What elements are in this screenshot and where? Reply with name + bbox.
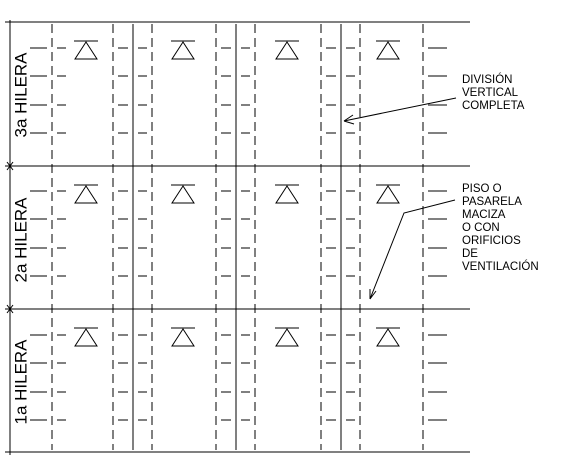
row-label-3: 3a HILERA xyxy=(11,52,30,138)
sprinkler-icon xyxy=(275,184,299,204)
sprinkler-icon xyxy=(376,327,400,347)
axis-separator xyxy=(6,304,14,314)
annotation-2-line-2: PASARELA xyxy=(462,196,522,208)
row-label-1: 1a HILERA xyxy=(11,339,30,425)
rack-structure xyxy=(5,20,470,455)
leader-arrow-floor-head xyxy=(369,289,377,300)
sprinkler-icon xyxy=(376,184,400,204)
annotation-2-line-4: O CON xyxy=(462,222,500,234)
axis-separator xyxy=(6,161,14,171)
annotation-2-line-3: MACIZA xyxy=(462,209,506,221)
annotation-1-line-1: DIVISIÓN xyxy=(462,73,512,86)
row-label-1-text: 1a HILERA xyxy=(11,339,30,425)
leader-arrow-division-head xyxy=(343,114,355,125)
annotation-2-line-5: ORIFICIOS xyxy=(462,235,521,247)
sprinkler-icon xyxy=(74,327,98,347)
leader-arrow-floor xyxy=(369,199,456,300)
sprinkler-icon xyxy=(275,40,299,60)
row-label-2: 2a HILERA xyxy=(11,197,30,283)
sprinkler-icon xyxy=(171,40,195,60)
annotation-2-line-1: PISO O xyxy=(462,183,502,195)
annotation-vertical-division: DIVISIÓN VERTICAL COMPLETA xyxy=(462,73,525,112)
annotation-1-line-3: COMPLETA xyxy=(462,100,525,112)
annotation-1-line-2: VERTICAL xyxy=(462,87,519,99)
annotation-2-line-6: DE xyxy=(462,248,478,260)
annotation-2-line-7: VENTILACIÓN xyxy=(462,260,539,273)
sprinkler-icon xyxy=(171,327,195,347)
sprinkler-icon xyxy=(74,40,98,60)
sprinkler-symbols xyxy=(74,40,400,347)
sprinkler-icon xyxy=(74,184,98,204)
sprinkler-icon xyxy=(376,40,400,60)
leader-arrow-division xyxy=(343,97,457,122)
leader-arrows xyxy=(343,97,457,300)
sprinkler-icon xyxy=(171,184,195,204)
annotation-floor: PISO O PASARELA MACIZA O CON ORIFICIOS D… xyxy=(462,183,539,273)
row-label-3-text: 3a HILERA xyxy=(11,52,30,138)
row-label-2-text: 2a HILERA xyxy=(11,197,30,283)
sprinkler-icon xyxy=(275,327,299,347)
